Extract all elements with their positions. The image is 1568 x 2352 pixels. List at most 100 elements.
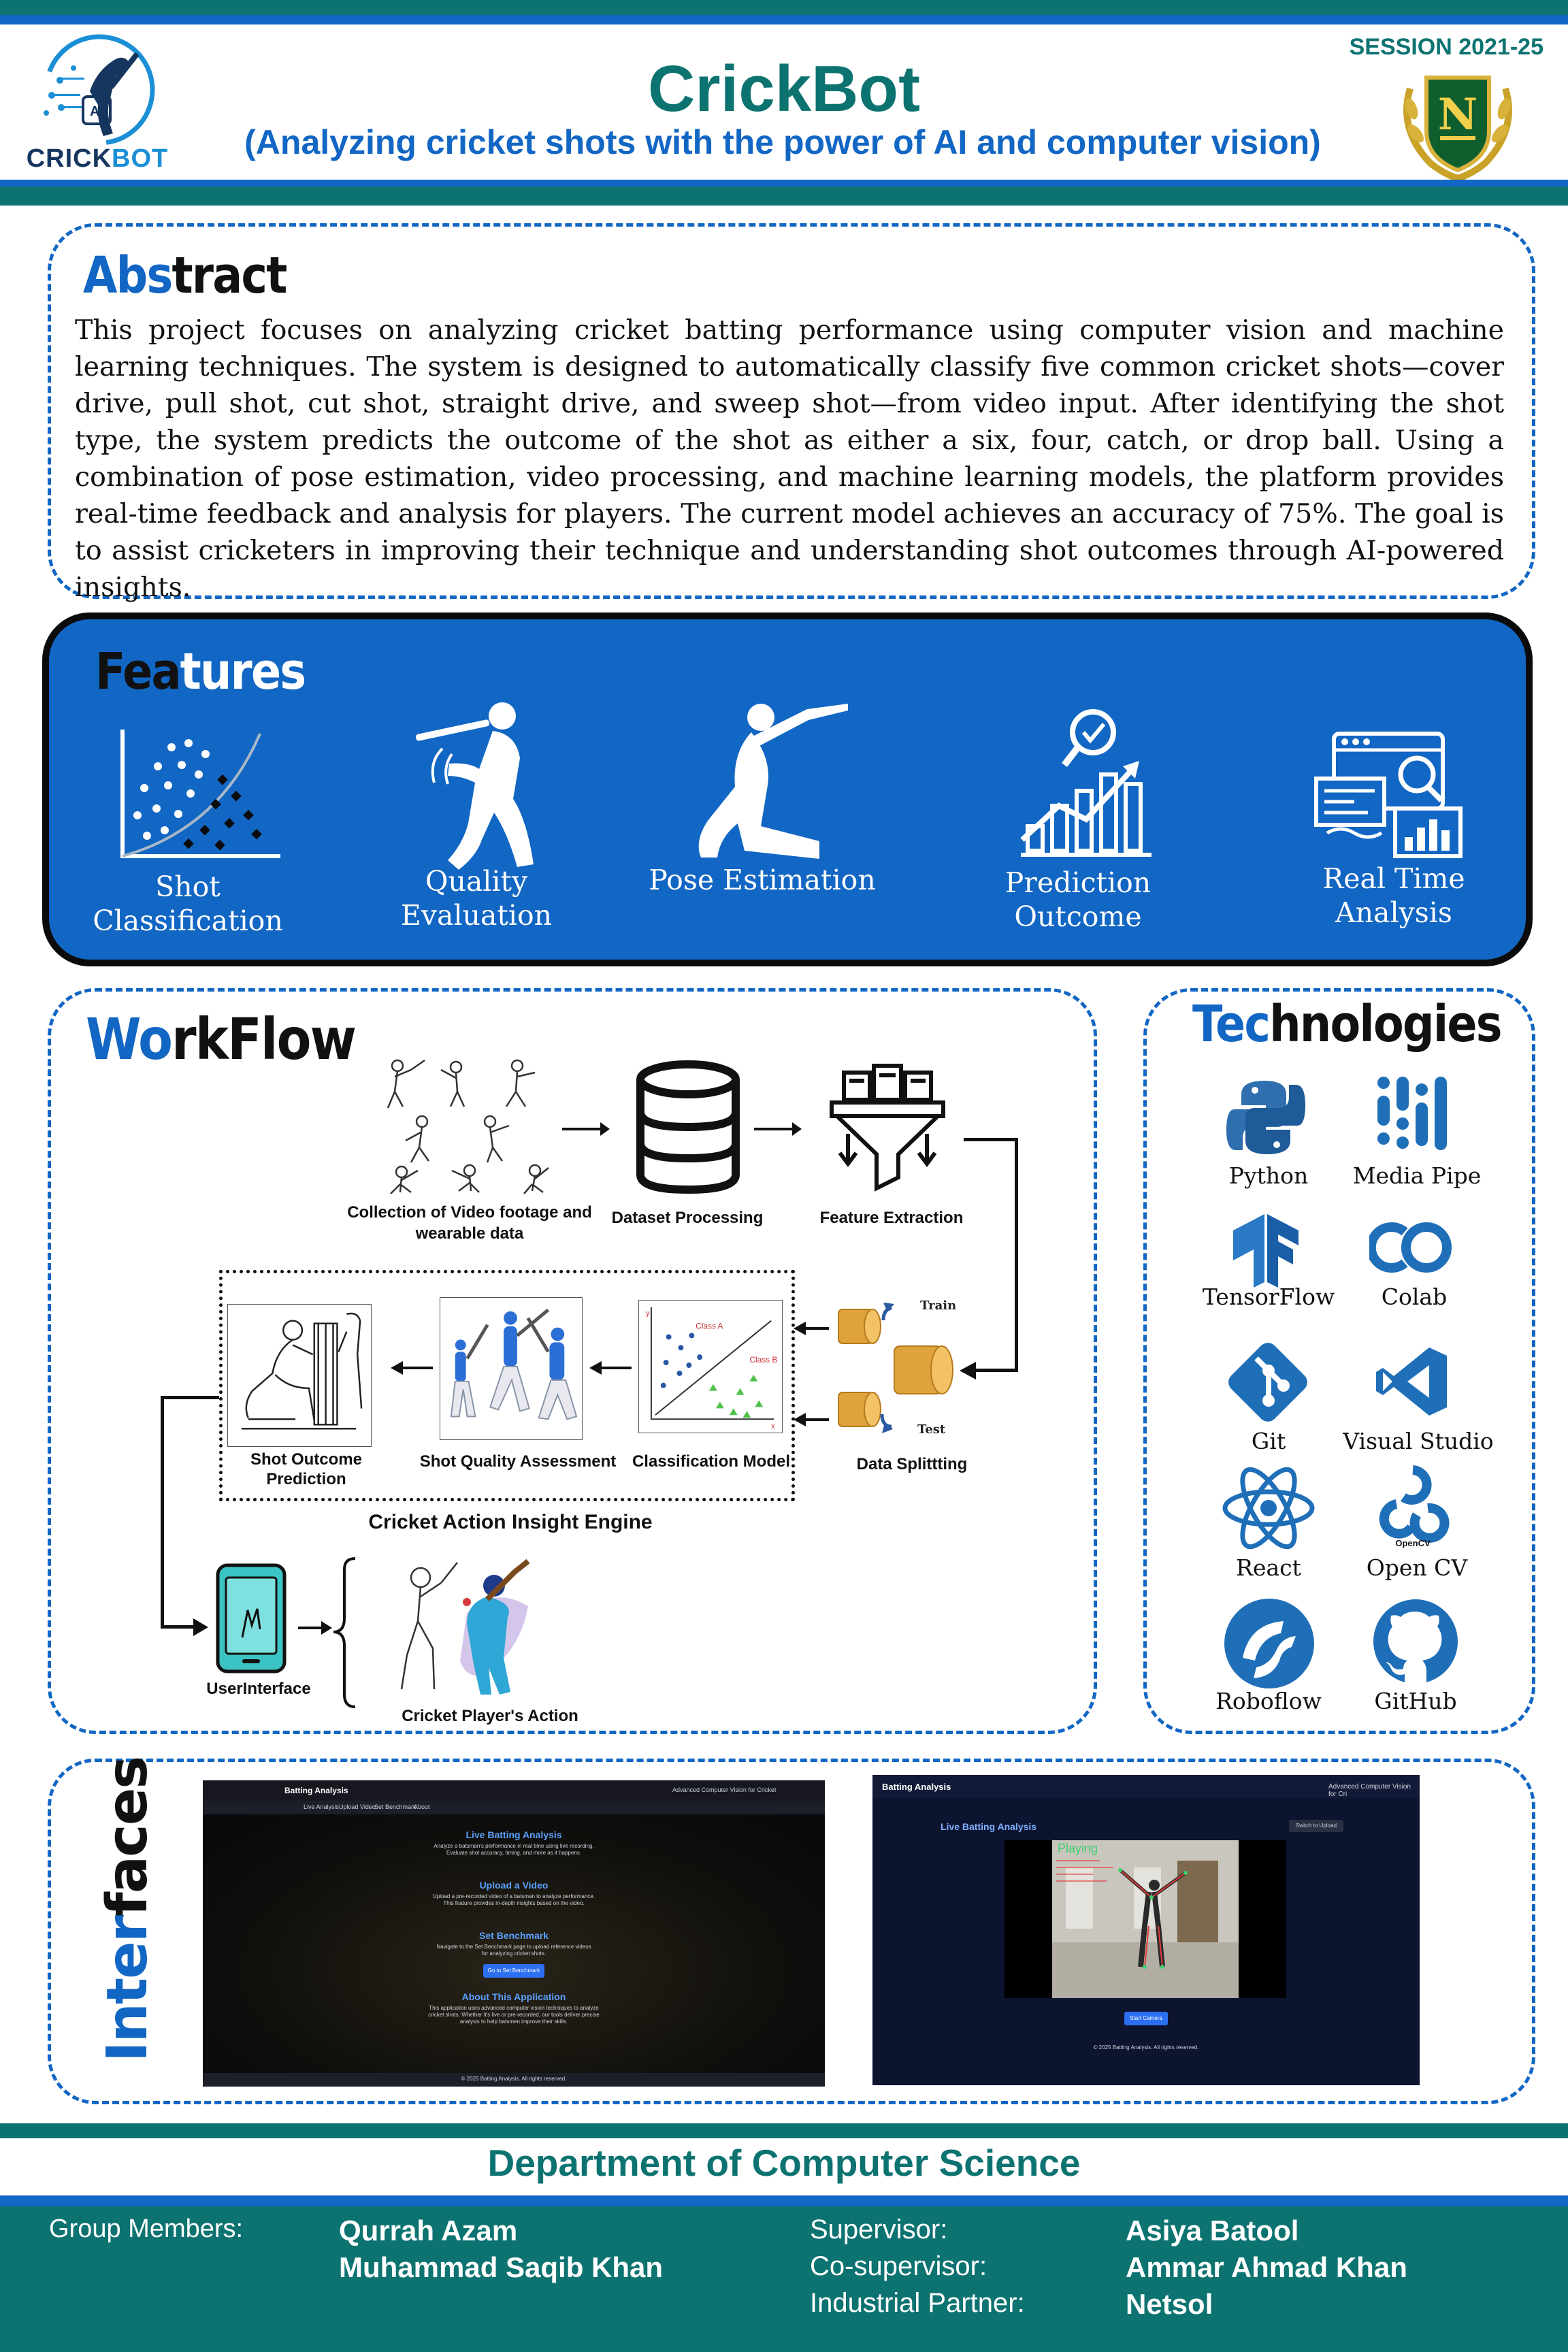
engine-label: Cricket Action Insight Engine — [368, 1511, 653, 1533]
arrow-left-icon — [589, 1361, 632, 1375]
outcome-prediction-icon — [227, 1304, 372, 1447]
interfaces-title-a: Inter — [95, 1916, 160, 2062]
home-upload-desc: Upload a pre-recorded video of a batsman… — [433, 1893, 595, 1906]
abstract-title-rest: tract — [172, 246, 288, 305]
batsman-icon — [415, 702, 534, 870]
arrow-left-icon — [391, 1361, 433, 1375]
features-title-b: tures — [180, 642, 306, 701]
technologies-panel — [1143, 988, 1535, 1734]
nav-about[interactable]: About — [414, 1803, 430, 1810]
database-icon — [636, 1060, 740, 1194]
quality-label: Shot Quality Assessment — [419, 1452, 617, 1471]
connector-line — [973, 1369, 1018, 1372]
live-title: Live Batting Analysis — [941, 1821, 1037, 1832]
axis-x-label: x — [771, 1422, 775, 1431]
cosupervisor-label: Co-supervisor: — [810, 2251, 987, 2281]
start-camera-button[interactable]: Start Camera — [1124, 2012, 1168, 2025]
live-footer-text: © 2025 Batting Analysis. All rights rese… — [1093, 2044, 1199, 2051]
tech-label-github: GitHub — [1374, 1688, 1457, 1714]
arrow-left-icon — [960, 1362, 976, 1379]
git-icon — [1228, 1343, 1307, 1422]
technologies-title-rest: hnologies — [1269, 995, 1502, 1054]
home-upload-title: Upload a Video — [479, 1880, 549, 1891]
train-label: Train — [920, 1298, 956, 1313]
member-name: Muhammad Saqib Khan — [339, 2251, 664, 2283]
technologies-title-hl: Tec — [1192, 995, 1271, 1054]
tech-label-visualstudio: Visual Studio — [1343, 1428, 1494, 1454]
test-label: Test — [917, 1422, 946, 1437]
tech-label-mediapipe: Media Pipe — [1352, 1162, 1482, 1189]
nav-set-benchmark[interactable]: Set Benchmark — [374, 1803, 416, 1810]
arrow-right-icon — [562, 1122, 610, 1136]
tech-label-opencv: Open CV — [1366, 1554, 1468, 1581]
crickbot-logo-icon: AI — [44, 34, 155, 146]
dashboard-icon — [1314, 732, 1463, 858]
kneeling-batsman-icon — [698, 704, 848, 859]
react-icon — [1222, 1467, 1315, 1550]
growth-chart-icon — [1020, 709, 1152, 857]
camera-feed-image: Playing — [1052, 1840, 1239, 1998]
mediapipe-icon — [1377, 1077, 1447, 1150]
header-top-accent — [0, 15, 1568, 24]
python-icon — [1226, 1081, 1305, 1154]
tech-label-tensorflow: TensorFlow — [1202, 1284, 1335, 1310]
quality-assessment-icon — [440, 1297, 583, 1440]
abstract-title: Abstract — [83, 246, 287, 305]
home-live-desc: Analyze a batsman's performance in real … — [434, 1843, 594, 1856]
live-app-name: Batting Analysis — [882, 1782, 951, 1792]
data-split-icon: Train Test — [838, 1298, 956, 1437]
player-action-icon — [400, 1558, 530, 1695]
app-tagline: Advanced Computer Vision for Cricket — [672, 1786, 777, 1793]
scatter-chart-icon — [120, 730, 280, 858]
partner-name: Netsol — [1126, 2288, 1213, 2320]
outcome-label: Shot Outcome Prediction — [250, 1450, 362, 1488]
cosupervisor-name: Ammar Ahmad Khan — [1126, 2251, 1407, 2283]
abstract-panel — [48, 223, 1535, 599]
interface-screenshot-home: Batting Analysis Advanced Computer Visio… — [203, 1780, 825, 2087]
tech-label-python: Python — [1228, 1162, 1309, 1189]
university-crest-icon: N — [1403, 76, 1512, 182]
arrow-right-icon — [298, 1621, 332, 1635]
footer-accent-band — [0, 2195, 1568, 2206]
nav-live-analysis[interactable]: Live Analysis — [304, 1803, 340, 1810]
go-to-benchmark-button[interactable]: Go to Set Benchmark — [483, 1964, 544, 1978]
department-name: Department of Computer Science — [487, 2142, 1081, 2184]
live-app-tagline: Advanced Computer Vision for Cri — [1328, 1783, 1411, 1798]
home-live-title: Live Batting Analysis — [466, 1829, 562, 1840]
step-dataset-label: Dataset Processing — [611, 1209, 764, 1227]
workflow-title-rest: rkFlow — [172, 1006, 357, 1073]
app-subnav — [203, 1801, 825, 1814]
feature-label-pose-estimation: Pose Estimation — [649, 864, 876, 896]
connector-line — [964, 1138, 1018, 1141]
connector-line — [1015, 1138, 1018, 1372]
classification-chart-icon: y x Class A Class B — [638, 1300, 783, 1433]
step-splitting-label: Data Splittting — [856, 1455, 968, 1473]
arrow-right-icon — [193, 1618, 208, 1636]
axis-y-label: y — [646, 1309, 650, 1318]
crest-letter: N — [1438, 89, 1478, 140]
nav-upload-video[interactable]: Upload Video — [339, 1803, 376, 1810]
abstract-text: This project focuses on analyzing cricke… — [75, 314, 1504, 603]
interfaces-title-b: faces — [95, 1757, 160, 1916]
arrow-left-icon — [794, 1413, 829, 1426]
app-name: Batting Analysis — [284, 1786, 348, 1795]
tech-label-react: React — [1236, 1554, 1301, 1581]
tech-label-colab: Colab — [1381, 1284, 1448, 1310]
poster-title: CrickBot — [647, 52, 921, 125]
session-label: SESSION 2021-25 — [1349, 34, 1544, 60]
logo-wordmark: CRICKBOT — [19, 144, 176, 174]
switch-mode-button[interactable]: Switch to Upload — [1289, 1820, 1343, 1832]
connector-line — [161, 1396, 219, 1399]
opencv-caption: OpenCV — [1395, 1538, 1431, 1548]
funnel-icon — [830, 1064, 945, 1192]
colab-icon — [1369, 1222, 1452, 1273]
tensorflow-icon — [1233, 1214, 1298, 1288]
arrow-right-icon — [754, 1122, 802, 1136]
home-footer-text: © 2025 Batting Analysis. All rights rese… — [461, 2076, 567, 2082]
home-bench-desc: Navigate to the Set Benchmark page to up… — [436, 1944, 591, 1957]
interface-screenshot-live: Batting Analysis Advanced Computer Visio… — [872, 1775, 1420, 2085]
header-bottom-accent — [0, 180, 1568, 186]
header-top-band — [0, 0, 1568, 15]
footer-base — [0, 2206, 1568, 2352]
ui-label: UserInterface — [206, 1680, 311, 1698]
